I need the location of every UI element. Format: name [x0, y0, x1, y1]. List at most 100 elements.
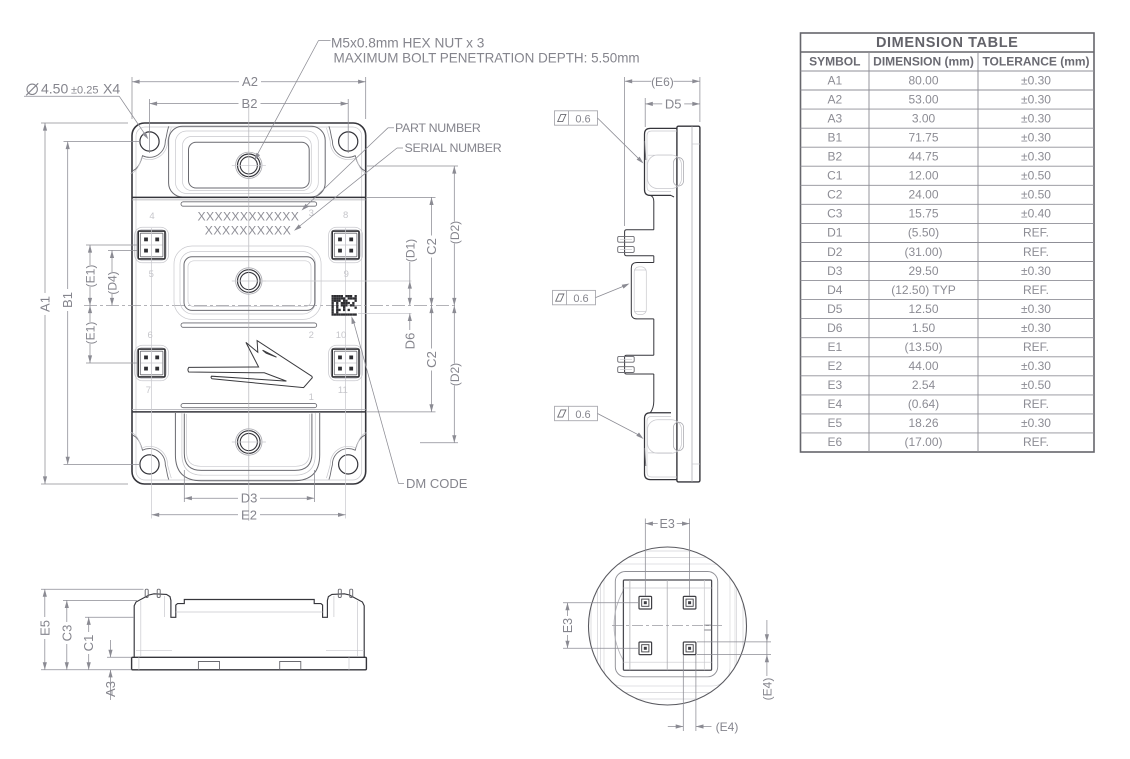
svg-text:X4: X4: [103, 81, 120, 97]
svg-text:0.6: 0.6: [575, 409, 590, 421]
svg-text:REF.: REF.: [1023, 435, 1049, 449]
svg-text:D1: D1: [827, 226, 843, 240]
svg-text:0.6: 0.6: [573, 293, 588, 305]
svg-text:±0.40: ±0.40: [1021, 207, 1051, 221]
svg-text:(17.00): (17.00): [904, 435, 942, 449]
svg-text:C3: C3: [827, 207, 843, 221]
svg-text:(5.50): (5.50): [908, 226, 939, 240]
svg-text:REF.: REF.: [1023, 397, 1049, 411]
svg-text:(E4): (E4): [760, 678, 774, 701]
svg-text:A3: A3: [827, 111, 842, 125]
svg-text:D5: D5: [827, 302, 843, 316]
svg-text:7: 7: [146, 385, 151, 396]
svg-text:±0.30: ±0.30: [1021, 264, 1051, 278]
svg-text:18.26: 18.26: [908, 416, 938, 430]
svg-text:(D1): (D1): [403, 239, 417, 262]
svg-text:D3: D3: [827, 264, 843, 278]
svg-text:E3: E3: [660, 517, 675, 531]
svg-text:C3: C3: [59, 625, 74, 642]
svg-text:REF.: REF.: [1023, 340, 1049, 354]
svg-text:44.00: 44.00: [908, 359, 938, 373]
svg-text:(E6): (E6): [651, 75, 674, 89]
svg-text:44.75: 44.75: [908, 150, 938, 164]
svg-text:(D2): (D2): [448, 221, 462, 244]
svg-text:REF.: REF.: [1023, 245, 1049, 259]
svg-text:5: 5: [149, 269, 154, 280]
svg-text:DM CODE: DM CODE: [406, 476, 468, 491]
svg-text:±0.30: ±0.30: [1021, 321, 1051, 335]
svg-text:(E1): (E1): [84, 322, 98, 345]
svg-text:E1: E1: [827, 340, 842, 354]
svg-text:XXXXXXXXXX: XXXXXXXXXX: [205, 223, 292, 237]
svg-text:(0.64): (0.64): [908, 397, 939, 411]
svg-text:12.00: 12.00: [908, 169, 938, 183]
svg-text:E5: E5: [827, 416, 842, 430]
svg-text:±0.30: ±0.30: [1021, 302, 1051, 316]
svg-text:E2: E2: [241, 507, 257, 522]
svg-text:3: 3: [309, 208, 314, 219]
svg-text:B1: B1: [827, 131, 842, 145]
svg-text:8: 8: [343, 210, 348, 221]
svg-text:E3: E3: [827, 378, 842, 392]
svg-text:(12.50) TYP: (12.50) TYP: [891, 283, 955, 297]
svg-text:(E4): (E4): [716, 720, 739, 734]
svg-text:(D2): (D2): [448, 363, 462, 386]
svg-text:±0.30: ±0.30: [1021, 92, 1051, 106]
svg-text:SERIAL NUMBER: SERIAL NUMBER: [405, 141, 502, 155]
svg-text:(D4): (D4): [106, 271, 120, 294]
svg-text:D6: D6: [402, 333, 417, 350]
svg-text:D5: D5: [665, 96, 682, 111]
svg-text:SYMBOL: SYMBOL: [809, 55, 860, 69]
svg-text:M5x0.8mm HEX NUT x 3: M5x0.8mm HEX NUT x 3: [331, 36, 485, 51]
svg-text:4: 4: [149, 211, 154, 222]
svg-text:80.00: 80.00: [908, 73, 938, 87]
svg-text:REF.: REF.: [1023, 226, 1049, 240]
svg-text:6: 6: [147, 330, 152, 341]
svg-text:12.50: 12.50: [908, 302, 938, 316]
svg-text:C2: C2: [827, 188, 843, 202]
svg-text:24.00: 24.00: [908, 188, 938, 202]
svg-text:PART NUMBER: PART NUMBER: [395, 121, 481, 135]
svg-text:±0.50: ±0.50: [1021, 169, 1051, 183]
svg-text:A2: A2: [242, 74, 258, 89]
svg-text:MAXIMUM BOLT PENETRATION DEPTH: MAXIMUM BOLT PENETRATION DEPTH: 5.50mm: [334, 51, 640, 66]
svg-text:(13.50): (13.50): [904, 340, 942, 354]
svg-text:±0.50: ±0.50: [1021, 188, 1051, 202]
svg-text:(31.00): (31.00): [904, 245, 942, 259]
svg-text:B2: B2: [242, 96, 258, 111]
svg-text:29.50: 29.50: [908, 264, 938, 278]
svg-text:B2: B2: [827, 150, 842, 164]
svg-text:(E1): (E1): [84, 265, 98, 288]
svg-text:A1: A1: [38, 296, 53, 312]
svg-text:DIMENSION TABLE: DIMENSION TABLE: [876, 35, 1018, 51]
svg-text:±0.30: ±0.30: [1021, 359, 1051, 373]
svg-text:C1: C1: [827, 169, 843, 183]
svg-text:1: 1: [309, 392, 314, 403]
svg-text:D6: D6: [827, 321, 843, 335]
svg-text:9: 9: [344, 269, 349, 280]
svg-text:C2: C2: [424, 238, 439, 255]
svg-text:10: 10: [336, 330, 347, 341]
svg-text:E6: E6: [827, 435, 842, 449]
svg-text:2: 2: [309, 330, 314, 341]
svg-text:±0.30: ±0.30: [1021, 131, 1051, 145]
svg-text:DIMENSION (mm): DIMENSION (mm): [873, 55, 974, 69]
svg-text:A1: A1: [827, 73, 842, 87]
svg-text:±0.30: ±0.30: [1021, 150, 1051, 164]
svg-text:±0.50: ±0.50: [1021, 378, 1051, 392]
svg-text:D2: D2: [827, 245, 843, 259]
svg-text:E5: E5: [37, 620, 52, 636]
svg-text:11: 11: [338, 385, 348, 396]
svg-text:53.00: 53.00: [908, 92, 938, 106]
svg-text:E3: E3: [561, 618, 575, 633]
svg-text:C1: C1: [81, 635, 96, 652]
svg-text:D4: D4: [827, 283, 843, 297]
svg-text:B1: B1: [60, 292, 75, 308]
svg-text:71.75: 71.75: [908, 131, 938, 145]
svg-text:E4: E4: [827, 397, 842, 411]
svg-text:A2: A2: [827, 92, 842, 106]
svg-text:4.50: 4.50: [41, 81, 68, 97]
svg-text:3.00: 3.00: [912, 111, 936, 125]
svg-text:±0.30: ±0.30: [1021, 111, 1051, 125]
svg-text:±0.25: ±0.25: [71, 85, 98, 97]
